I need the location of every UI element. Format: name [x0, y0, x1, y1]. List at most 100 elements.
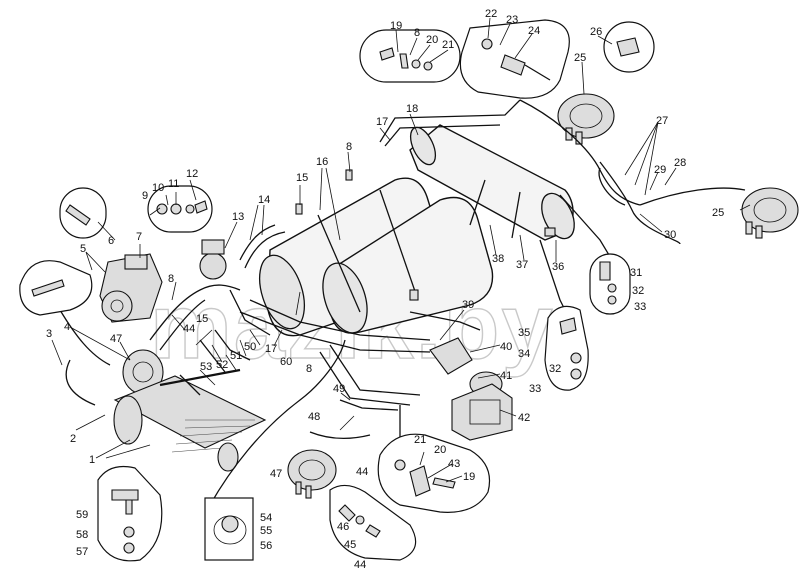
detail-bubble-32-35 — [544, 305, 589, 391]
label-24: 24 — [528, 25, 540, 37]
label-5: 5 — [80, 243, 86, 255]
label-7: 7 — [136, 231, 142, 243]
detail-bubble-19-21-lower — [377, 433, 491, 513]
detail-bubble-9-12 — [147, 185, 213, 233]
front-axle-assembly — [113, 349, 267, 472]
label-12: 12 — [186, 168, 198, 180]
label-11: 11 — [168, 178, 179, 190]
label-8: 8 — [168, 273, 174, 285]
detail-bubble-22-24 — [459, 19, 570, 99]
label-18: 18 — [406, 103, 418, 115]
detail-bubble-54-56 — [204, 497, 254, 561]
detail-bubble-57-59 — [97, 465, 163, 562]
label-44: 44 — [356, 466, 368, 478]
label-6: 6 — [108, 235, 114, 247]
drain-valve — [544, 227, 556, 237]
label-20: 20 — [426, 34, 438, 46]
label-47: 47 — [270, 468, 282, 480]
air-tanks — [258, 124, 575, 337]
label-14: 14 — [258, 194, 270, 206]
label-55: 55 — [260, 525, 272, 537]
detail-bubble-6 — [59, 187, 107, 239]
label-19: 19 — [390, 20, 402, 32]
label-8: 8 — [346, 141, 352, 153]
label-13: 13 — [232, 211, 244, 223]
label-54: 54 — [260, 512, 272, 524]
label-25: 25 — [712, 207, 724, 219]
detail-bubble-3-5 — [19, 260, 93, 316]
leader-lines — [51, 17, 751, 483]
label-40: 40 — [500, 341, 512, 353]
label-47: 47 — [110, 333, 122, 345]
label-21: 21 — [442, 39, 454, 51]
label-33: 33 — [529, 383, 541, 395]
label-50: 50 — [244, 341, 256, 353]
detail-bubble-44-46 — [329, 484, 417, 561]
label-16: 16 — [316, 156, 328, 168]
label-34: 34 — [518, 348, 530, 360]
label-59: 59 — [76, 509, 88, 521]
tank-fitting — [345, 169, 353, 181]
label-9: 9 — [142, 190, 148, 202]
label-15: 15 — [196, 313, 208, 325]
label-4: 4 — [64, 321, 70, 333]
label-32: 32 — [549, 363, 561, 375]
label-25: 25 — [574, 52, 586, 64]
label-48: 48 — [308, 411, 320, 423]
label-8: 8 — [306, 363, 312, 375]
label-28: 28 — [674, 157, 686, 169]
tank-fitting — [295, 203, 303, 215]
label-19: 19 — [463, 471, 475, 483]
label-43: 43 — [448, 458, 460, 470]
label-17: 17 — [376, 116, 388, 128]
label-51: 51 — [230, 350, 242, 362]
label-17: 17 — [265, 343, 277, 355]
detail-bubble-19-21 — [359, 29, 461, 83]
label-29: 29 — [654, 164, 666, 176]
label-22: 22 — [485, 8, 497, 20]
label-1: 1 — [89, 454, 95, 466]
label-38: 38 — [492, 253, 504, 265]
label-42: 42 — [518, 412, 530, 424]
detail-bubble-26 — [603, 21, 655, 73]
label-41: 41 — [500, 370, 512, 382]
compressor — [99, 253, 163, 323]
label-31: 31 — [630, 267, 642, 279]
label-53: 53 — [200, 361, 212, 373]
label-57: 57 — [76, 546, 88, 558]
label-8: 8 — [414, 27, 420, 39]
label-26: 26 — [590, 26, 602, 38]
label-2: 2 — [70, 433, 76, 445]
label-52: 52 — [216, 359, 228, 371]
label-15: 15 — [296, 172, 308, 184]
label-10: 10 — [152, 182, 164, 194]
label-33: 33 — [634, 301, 646, 313]
label-35: 35 — [518, 327, 530, 339]
detail-bubble-31-33 — [589, 253, 631, 315]
label-56: 56 — [260, 540, 272, 552]
label-39: 39 — [462, 299, 474, 311]
label-49: 49 — [333, 383, 345, 395]
front-brake-chamber-lower — [287, 449, 337, 499]
label-21: 21 — [414, 434, 426, 446]
label-60: 60 — [280, 356, 292, 368]
label-23: 23 — [506, 14, 518, 26]
label-32: 32 — [632, 285, 644, 297]
label-44: 44 — [354, 559, 366, 571]
label-36: 36 — [552, 261, 564, 273]
label-45: 45 — [344, 539, 356, 551]
label-20: 20 — [434, 444, 446, 456]
label-30: 30 — [664, 229, 676, 241]
label-3: 3 — [46, 328, 52, 340]
label-58: 58 — [76, 529, 88, 541]
tank-fitting — [409, 289, 419, 301]
pressure-regulator — [199, 239, 227, 280]
label-27: 27 — [656, 115, 668, 127]
rear-brake-chamber-upper — [557, 93, 615, 145]
rear-brake-chamber-right — [741, 187, 799, 239]
callout-labels: 1 2 3 4 5 6 7 8 8 8 8 9 10 11 12 13 14 1… — [46, 8, 724, 571]
label-46: 46 — [337, 521, 349, 533]
label-37: 37 — [516, 259, 528, 271]
label-44: 44 — [183, 323, 195, 335]
